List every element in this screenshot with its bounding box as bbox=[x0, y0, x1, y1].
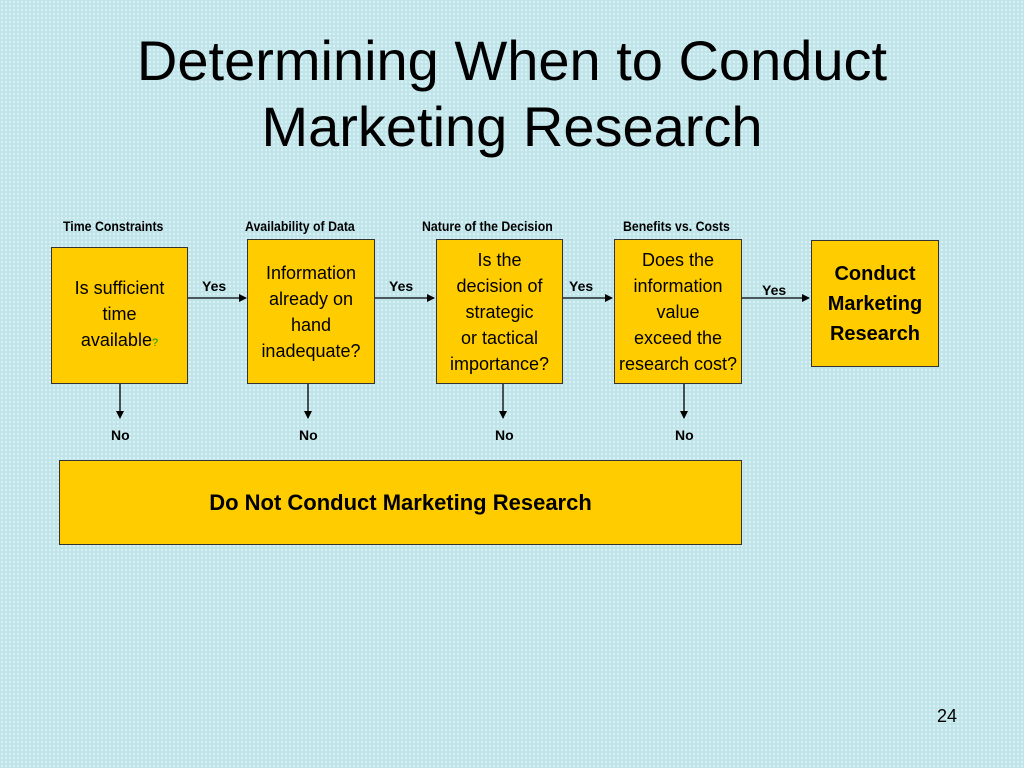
decision-benefits-line-4: exceed the bbox=[633, 327, 723, 348]
conduct-line-1: Conduct bbox=[834, 262, 916, 285]
decision-benefits-line-5: research cost? bbox=[618, 353, 738, 374]
no-label-3: No bbox=[495, 427, 514, 443]
decision-time-line-1: Is sufficient bbox=[74, 278, 165, 298]
decision-box-benefits: Does the information value exceed the re… bbox=[614, 239, 742, 384]
title-line-1: Determining When to Conduct bbox=[136, 29, 888, 92]
decision-nature-line-5: importance? bbox=[449, 353, 550, 374]
decision-benefits-line-2: information bbox=[633, 275, 723, 296]
slide-title: Determining When to Conduct Marketing Re… bbox=[0, 28, 1024, 160]
decision-data-line-1: Information bbox=[265, 262, 357, 283]
decision-box-time: Is sufficient time available? bbox=[51, 247, 188, 384]
question-mark: ? bbox=[151, 337, 159, 349]
decision-time-line-3: available? bbox=[75, 327, 165, 356]
yes-label-1: Yes bbox=[202, 278, 227, 294]
decision-nature-line-4: or tactical bbox=[460, 327, 539, 348]
decision-box-nature: Is the decision of strategic or tactical… bbox=[436, 239, 563, 384]
decision-nature-line-2: decision of bbox=[456, 275, 543, 296]
decision-nature-line-1: Is the bbox=[477, 249, 522, 270]
do-not-conduct-label: Do Not Conduct Marketing Research bbox=[209, 489, 592, 515]
yes-label-2: Yes bbox=[389, 278, 414, 294]
do-not-conduct-box: Do Not Conduct Marketing Research bbox=[59, 460, 742, 545]
no-label-2: No bbox=[299, 427, 318, 443]
decision-benefits-line-3: value bbox=[656, 301, 700, 322]
column-label-benefits-vs-costs: Benefits vs. Costs bbox=[623, 218, 730, 234]
no-label-4: No bbox=[675, 427, 694, 443]
yes-label-4: Yes bbox=[762, 282, 787, 298]
decision-benefits-line-1: Does the bbox=[641, 249, 715, 270]
decision-box-data: Information already on hand inadequate? bbox=[247, 239, 375, 384]
conduct-research-box: Conduct Marketing Research bbox=[811, 240, 939, 367]
decision-nature-line-3: strategic bbox=[465, 301, 534, 322]
yes-label-3: Yes bbox=[569, 278, 594, 294]
title-line-2: Marketing Research bbox=[261, 95, 763, 158]
decision-data-line-2: already on bbox=[268, 288, 354, 309]
page-number: 24 bbox=[937, 706, 958, 726]
decision-data-line-3: hand bbox=[290, 314, 332, 335]
conduct-line-2: Marketing bbox=[827, 292, 923, 315]
decision-time-line-3-text: available bbox=[80, 330, 152, 350]
no-label-1: No bbox=[111, 427, 130, 443]
decision-time-line-2: time bbox=[102, 304, 137, 324]
column-label-availability-of-data: Availability of Data bbox=[245, 218, 355, 234]
conduct-line-3: Research bbox=[829, 322, 921, 345]
column-label-nature-of-decision: Nature of the Decision bbox=[422, 218, 553, 234]
decision-data-line-4: inadequate? bbox=[261, 340, 361, 361]
column-label-time-constraints: Time Constraints bbox=[63, 218, 164, 234]
